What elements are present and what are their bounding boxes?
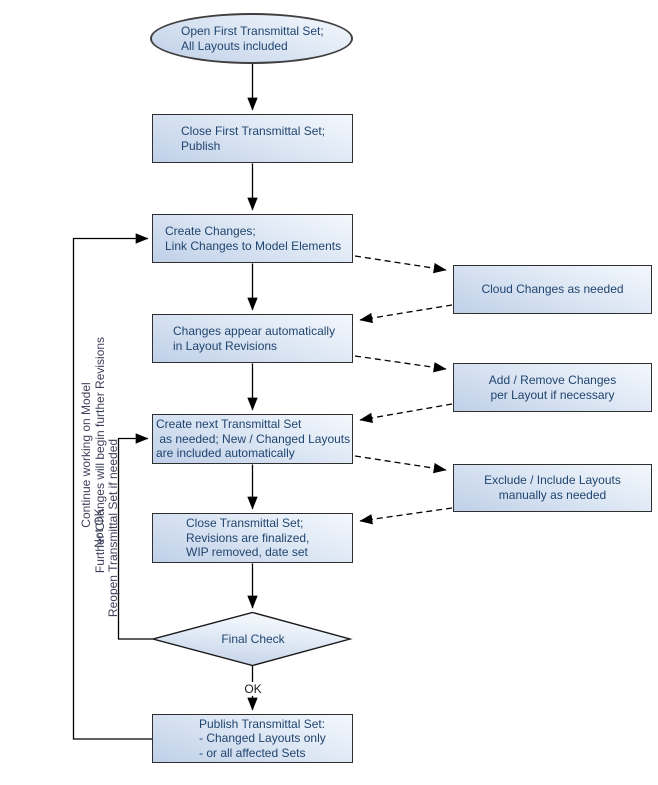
flow-node-cloud-changes: Cloud Changes as needed	[453, 265, 652, 314]
node-text-line: in Layout Revisions	[173, 338, 278, 353]
feedback-lines	[72, 233, 153, 740]
node-text-line: manually as needed	[498, 488, 607, 502]
node-text-line: as needed; New / Changed Layouts	[156, 431, 351, 446]
node-text-line: are included automatically	[156, 446, 295, 461]
rotated-label-line: Continue working on Model	[79, 382, 93, 528]
flow-node-start: Open First Transmittal Set; All Layouts …	[150, 13, 353, 64]
flow-node-create-next: Create next Transmittal Set as needed; N…	[152, 414, 353, 464]
node-text-line: Link Changes to Model Elements	[165, 238, 342, 253]
decision-label: Final Check	[221, 632, 285, 646]
feedback-label-not-ok: Not OK Reopen Transmittal Set if needed	[92, 408, 120, 648]
node-text-line: Create Changes;	[165, 223, 256, 238]
flow-node-changes-appear: Changes appear automatically in Layout R…	[152, 314, 353, 363]
dashed-create-changes-to-cloud	[354, 255, 447, 274]
node-text-line: Exclude / Include Layouts	[484, 473, 621, 487]
node-text-line: Revisions are finalized,	[186, 530, 310, 545]
decision-diamond	[150, 611, 353, 667]
node-text-line: All Layouts included	[181, 38, 288, 53]
flow-node-exclude-include: Exclude / Include Layouts manually as ne…	[453, 464, 652, 512]
flow-node-publish: Publish Transmittal Set: - Changed Layou…	[152, 714, 353, 763]
dashed-add-remove-to-create-next	[359, 403, 453, 424]
rotated-label-line: Reopen Transmittal Set if needed	[106, 438, 120, 618]
node-text-line: Add / Remove Changes	[488, 372, 617, 387]
feedback-inner-not-ok	[117, 433, 153, 640]
node-text-line: Open First Transmittal Set;	[181, 23, 324, 38]
node-text-line: Close First Transmittal Set;	[181, 123, 326, 138]
feedback-outer-continue-working	[72, 233, 152, 740]
flow-node-close-transmittal: Close Transmittal Set; Revisions are fin…	[152, 513, 353, 563]
dashed-exclude-to-close-transmittal	[359, 507, 453, 525]
node-text-line: Publish	[181, 138, 221, 153]
dashed-cloud-to-changes-appear	[359, 304, 453, 324]
node-text-line: per Layout if necessary	[490, 387, 615, 402]
node-text-line: WIP removed, date set	[186, 545, 308, 560]
node-text-line: Cloud Changes as needed	[481, 282, 624, 296]
flow-node-add-remove: Add / Remove Changes per Layout if neces…	[453, 363, 652, 412]
dashed-create-next-to-exclude	[354, 455, 447, 474]
dashed-changes-appear-to-add-remove	[354, 355, 447, 373]
node-text-line: - or all affected Sets	[199, 745, 306, 760]
node-text-line: Publish Transmittal Set:	[199, 716, 326, 731]
node-text-line: Create next Transmittal Set	[156, 417, 302, 432]
ok-branch-label: OK	[241, 682, 265, 696]
flow-node-close-first: Close First Transmittal Set; Publish	[152, 114, 353, 163]
dashed-side-arrows	[354, 255, 453, 525]
flow-node-create-changes: Create Changes; Link Changes to Model El…	[152, 214, 353, 263]
node-text-line: - Changed Layouts only	[199, 731, 326, 746]
node-text-line: Changes appear automatically	[173, 323, 336, 338]
node-text-line: Close Transmittal Set;	[186, 516, 304, 531]
rotated-label-line: Not OK	[92, 508, 106, 548]
